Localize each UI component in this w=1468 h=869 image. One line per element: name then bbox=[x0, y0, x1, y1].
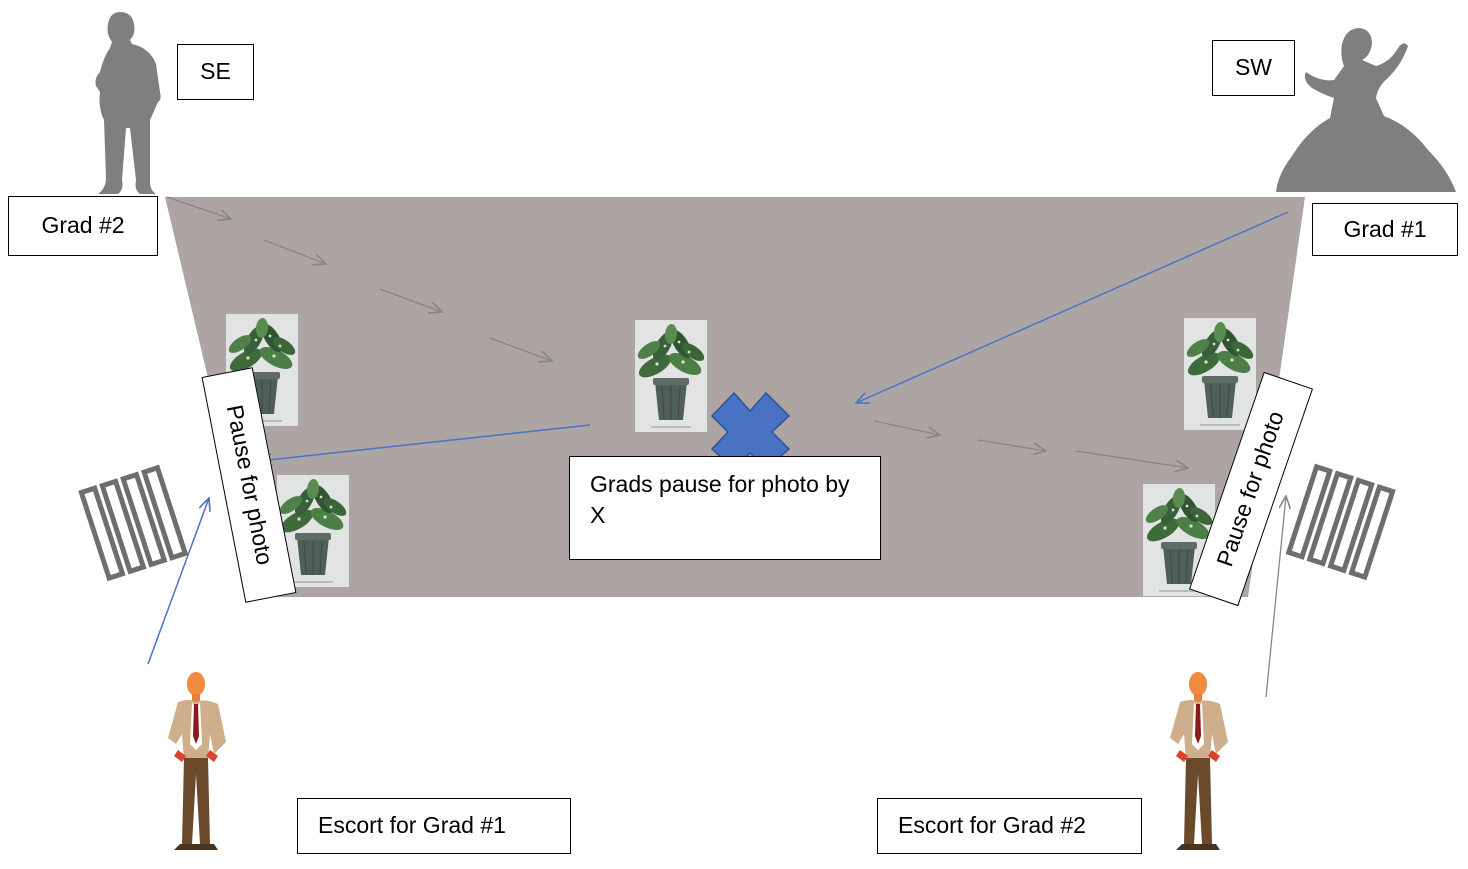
grad1-label: Grad #1 bbox=[1312, 203, 1458, 256]
potted-plant-icon bbox=[634, 319, 708, 433]
path-arrow bbox=[489, 337, 552, 361]
se-label: SE bbox=[177, 44, 254, 100]
path-arrow bbox=[977, 439, 1046, 451]
path-arrow bbox=[263, 239, 326, 264]
path-arrow bbox=[873, 420, 940, 435]
sw-label: SW bbox=[1212, 40, 1295, 96]
path-arrow bbox=[379, 288, 442, 312]
escort-grad2-label: Escort for Grad #2 bbox=[877, 798, 1142, 854]
grad2-label: Grad #2 bbox=[8, 196, 158, 256]
grads-pause-label: Grads pause for photo by X bbox=[569, 456, 881, 560]
escort-grad1-label: Escort for Grad #1 bbox=[297, 798, 571, 854]
path-arrow bbox=[1265, 496, 1286, 698]
escort-man-icon bbox=[1170, 672, 1228, 850]
path-arrow bbox=[1075, 450, 1188, 468]
path-arrow bbox=[166, 196, 231, 219]
path-arrow-blue bbox=[259, 424, 591, 461]
path-arrow-blue bbox=[147, 498, 209, 665]
steps-icon bbox=[1289, 467, 1393, 577]
woman-in-gown-silhouette-sw-icon bbox=[1276, 28, 1456, 192]
potted-plant-icon bbox=[1183, 317, 1257, 431]
man-silhouette-se-icon bbox=[95, 12, 161, 194]
escort-man-icon bbox=[168, 672, 226, 850]
steps-icon bbox=[81, 468, 185, 578]
path-arrow-blue bbox=[856, 211, 1289, 403]
